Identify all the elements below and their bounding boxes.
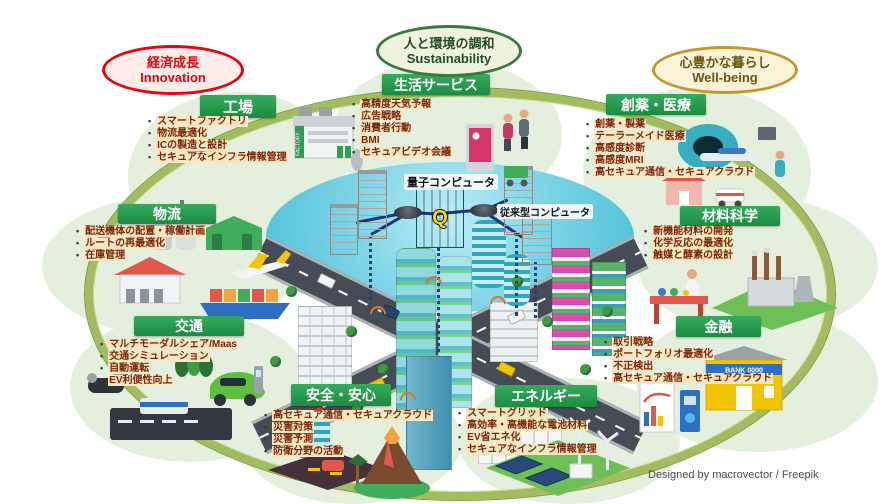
- sector-list-logistics: 配送機体の配置・稼働計画ルートの再最適化在庫管理: [76, 226, 271, 262]
- tree: [286, 286, 297, 297]
- list-item: 自動運転: [100, 363, 265, 374]
- sector-title-factory: 工場: [200, 95, 276, 118]
- goal-sustainability: 人と環境の調和 Sustainability: [376, 25, 522, 77]
- list-item: スマートファクトリ: [148, 116, 323, 127]
- list-item: テーラーメイド医療: [586, 131, 781, 142]
- goal-innovation: 経済成長 Innovation: [102, 45, 244, 95]
- tree: [580, 364, 591, 375]
- goal-wellbeing-en: Well-being: [692, 70, 758, 85]
- list-item: 不正検出: [604, 361, 794, 372]
- attribution-text: Designed by macrovector / Freepik: [648, 469, 819, 481]
- list-item: 防衛分野の活動: [264, 446, 449, 457]
- list-item: BMI: [352, 135, 512, 146]
- tree: [602, 306, 613, 317]
- list-item: 高セキュア通信・セキュアクラウド: [264, 410, 449, 421]
- list-item: マルチモーダルシェア/Maas: [100, 339, 265, 350]
- sector-title-transport: 交通: [134, 316, 244, 336]
- sector-list-safety: 高セキュア通信・セキュアクラウド災害対策災害予測防衛分野の活動: [264, 410, 449, 458]
- network-drop-line: [515, 232, 518, 316]
- goal-wellbeing: 心豊かな暮らし Well-being: [652, 46, 798, 94]
- list-item: セキュアなインフラ情報管理: [148, 152, 323, 163]
- list-item: EV省エネ化: [458, 432, 648, 443]
- sector-title-materials: 材料科学: [680, 206, 780, 226]
- network-drop-line: [369, 236, 372, 300]
- list-item: 災害予測: [264, 434, 449, 445]
- list-item: 取引戦略: [604, 337, 794, 348]
- sector-title-safety: 安全・安心: [291, 384, 391, 406]
- tree: [270, 356, 281, 367]
- list-item: EV利便性向上: [100, 375, 265, 386]
- list-item: セキュアなインフラ情報管理: [458, 444, 648, 455]
- list-item: 高精度天気予報: [352, 99, 512, 110]
- list-item: 交通シミュレーション: [100, 351, 265, 362]
- goal-innovation-en: Innovation: [140, 70, 206, 85]
- sector-list-factory: スマートファクトリ物流最適化ICの製造と設計セキュアなインフラ情報管理: [148, 116, 323, 164]
- list-item: 触媒と酵素の設計: [644, 250, 819, 261]
- building-pink-tower: [552, 248, 590, 350]
- sector-title-logistics: 物流: [118, 204, 216, 224]
- list-item: 高感度診断: [586, 143, 781, 154]
- sector-list-energy: スマートグリッド高効率・高機能な電池材料EV省エネ化セキュアなインフラ情報管理: [458, 408, 648, 456]
- tree: [352, 402, 363, 413]
- goal-sustainability-jp: 人と環境の調和: [403, 36, 495, 51]
- list-item: 創薬・製薬: [586, 119, 781, 130]
- list-item: 高セキュア通信・セキュアクラウド: [586, 167, 781, 178]
- list-item: 広告戦略: [352, 111, 512, 122]
- sector-title-finance: 金融: [676, 316, 761, 337]
- wireless-coil-tower: [472, 220, 506, 288]
- sector-list-finance: 取引戦略ポートフォリオ最適化不正検出高セキュア通信・セキュアクラウド: [604, 337, 794, 385]
- sector-title-pharma: 創薬・医療: [606, 94, 706, 115]
- list-item: ICの製造と設計: [148, 140, 323, 151]
- list-item: 新機能材料の開発: [644, 226, 819, 237]
- list-item: スマートグリッド: [458, 408, 648, 419]
- sector-title-life: 生活サービス: [382, 74, 490, 95]
- goal-sustainability-en: Sustainability: [406, 51, 492, 66]
- q-badge: Q: [432, 206, 448, 229]
- network-drop-line: [534, 262, 537, 318]
- list-item: ルートの再最適化: [76, 238, 271, 249]
- list-item: 消費者行動: [352, 123, 512, 134]
- goal-wellbeing-jp: 心豊かな暮らし: [679, 55, 771, 70]
- quantum-computer-label: 量子コンピュータ: [404, 174, 498, 190]
- router-icon: [394, 206, 422, 219]
- quantum-computer-tower: Q: [416, 188, 464, 248]
- sector-list-pharma: 創薬・製薬テーラーメイド医療高感度診断高感度MRI高セキュア通信・セキュアクラウ…: [586, 119, 781, 179]
- list-item: 高セキュア通信・セキュアクラウド: [604, 373, 794, 384]
- router-icon: [470, 204, 498, 217]
- sector-list-life: 高精度天気予報広告戦略消費者行動BMIセキュアビデオ会議: [352, 99, 512, 159]
- building-white: [298, 306, 352, 388]
- sector-title-energy: エネルギー: [495, 385, 597, 407]
- sector-list-transport: マルチモーダルシェア/Maas交通シミュレーション自動運転EV利便性向上: [100, 339, 265, 387]
- list-item: 災害対策: [264, 422, 449, 433]
- list-item: 物流最適化: [148, 128, 323, 139]
- list-item: 在庫管理: [76, 250, 271, 261]
- list-item: セキュアビデオ会議: [352, 147, 512, 158]
- warehouse-ship-plane-illustration: [114, 250, 291, 319]
- building-white: [490, 302, 538, 362]
- list-item: 配送機体の配置・稼働計画: [76, 226, 271, 237]
- list-item: 高効率・高機能な電池材料: [458, 420, 648, 431]
- list-item: 高感度MRI: [586, 155, 781, 166]
- list-item: 化学反応の最適化: [644, 238, 819, 249]
- sector-list-materials: 新機能材料の開発化学反応の最適化触媒と酵素の設計: [644, 226, 819, 262]
- tree: [542, 316, 553, 327]
- server-tower: [522, 214, 552, 265]
- tree: [378, 364, 389, 375]
- classical-computer-label: 従来型コンピュータ: [497, 204, 593, 219]
- goal-innovation-jp: 経済成長: [146, 55, 199, 70]
- server-tower: [330, 204, 358, 255]
- list-item: ポートフォリオ最適化: [604, 349, 794, 360]
- server-tower: [358, 170, 387, 239]
- tree: [346, 326, 357, 337]
- network-drop-line: [437, 248, 440, 352]
